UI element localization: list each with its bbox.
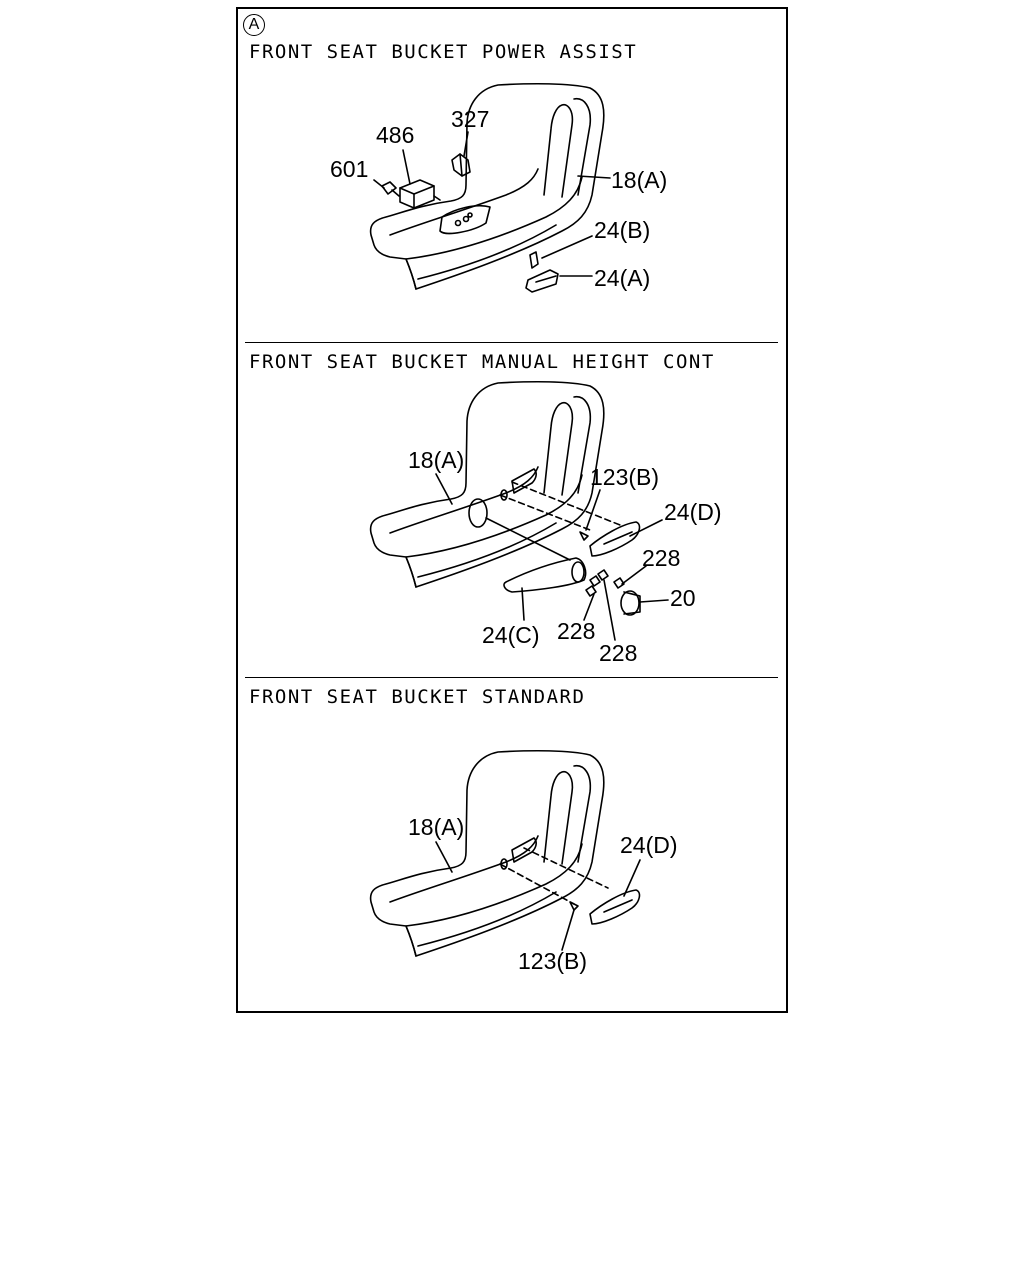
callout-486: 486: [376, 122, 415, 148]
seat-cover-power-assist: [369, 82, 605, 290]
callout-24d-manual: 24(D): [664, 499, 722, 525]
diagram-frame: [236, 7, 788, 1013]
screws-228: [586, 570, 624, 596]
callout-18a-manual: 18(A): [408, 447, 465, 473]
callout-123b-standard: 123(B): [518, 948, 588, 974]
screw-601: [382, 182, 399, 196]
callout-24d-standard: 24(D): [620, 832, 678, 858]
clip-327: [452, 154, 470, 176]
lever-24c: [504, 558, 586, 592]
callout-123b-manual: 123(B): [590, 464, 660, 490]
callout-24c: 24(C): [482, 622, 540, 648]
seat-cover-manual-height: [369, 380, 605, 588]
knob-24b: [530, 252, 538, 268]
section-divider: [245, 677, 778, 678]
lever-24a: [526, 270, 558, 292]
switch-plate: [440, 206, 490, 234]
section-marker: A: [243, 14, 265, 36]
callout-228-left: 228: [557, 618, 596, 644]
lever-24d-manual: [590, 522, 639, 556]
callout-24b: 24(B): [594, 217, 651, 243]
callout-228-upper: 228: [642, 545, 681, 571]
callout-24a: 24(A): [594, 265, 651, 291]
cap-20: [621, 591, 640, 615]
section-title-manual-height: FRONT SEAT BUCKET MANUAL HEIGHT CONT: [249, 351, 715, 373]
callout-228-lower: 228: [599, 640, 638, 666]
lever-hole: [469, 499, 487, 527]
callout-18a-power: 18(A): [611, 167, 668, 193]
section-title-power-assist: FRONT SEAT BUCKET POWER ASSIST: [249, 41, 638, 63]
callout-601: 601: [330, 156, 369, 182]
callout-20: 20: [670, 585, 696, 611]
section-divider: [245, 342, 778, 343]
motor-486: [400, 180, 440, 208]
lever-24d-standard: [590, 890, 639, 924]
section-title-standard: FRONT SEAT BUCKET STANDARD: [249, 686, 586, 708]
callout-18a-standard: 18(A): [408, 814, 465, 840]
callout-327: 327: [451, 106, 490, 132]
